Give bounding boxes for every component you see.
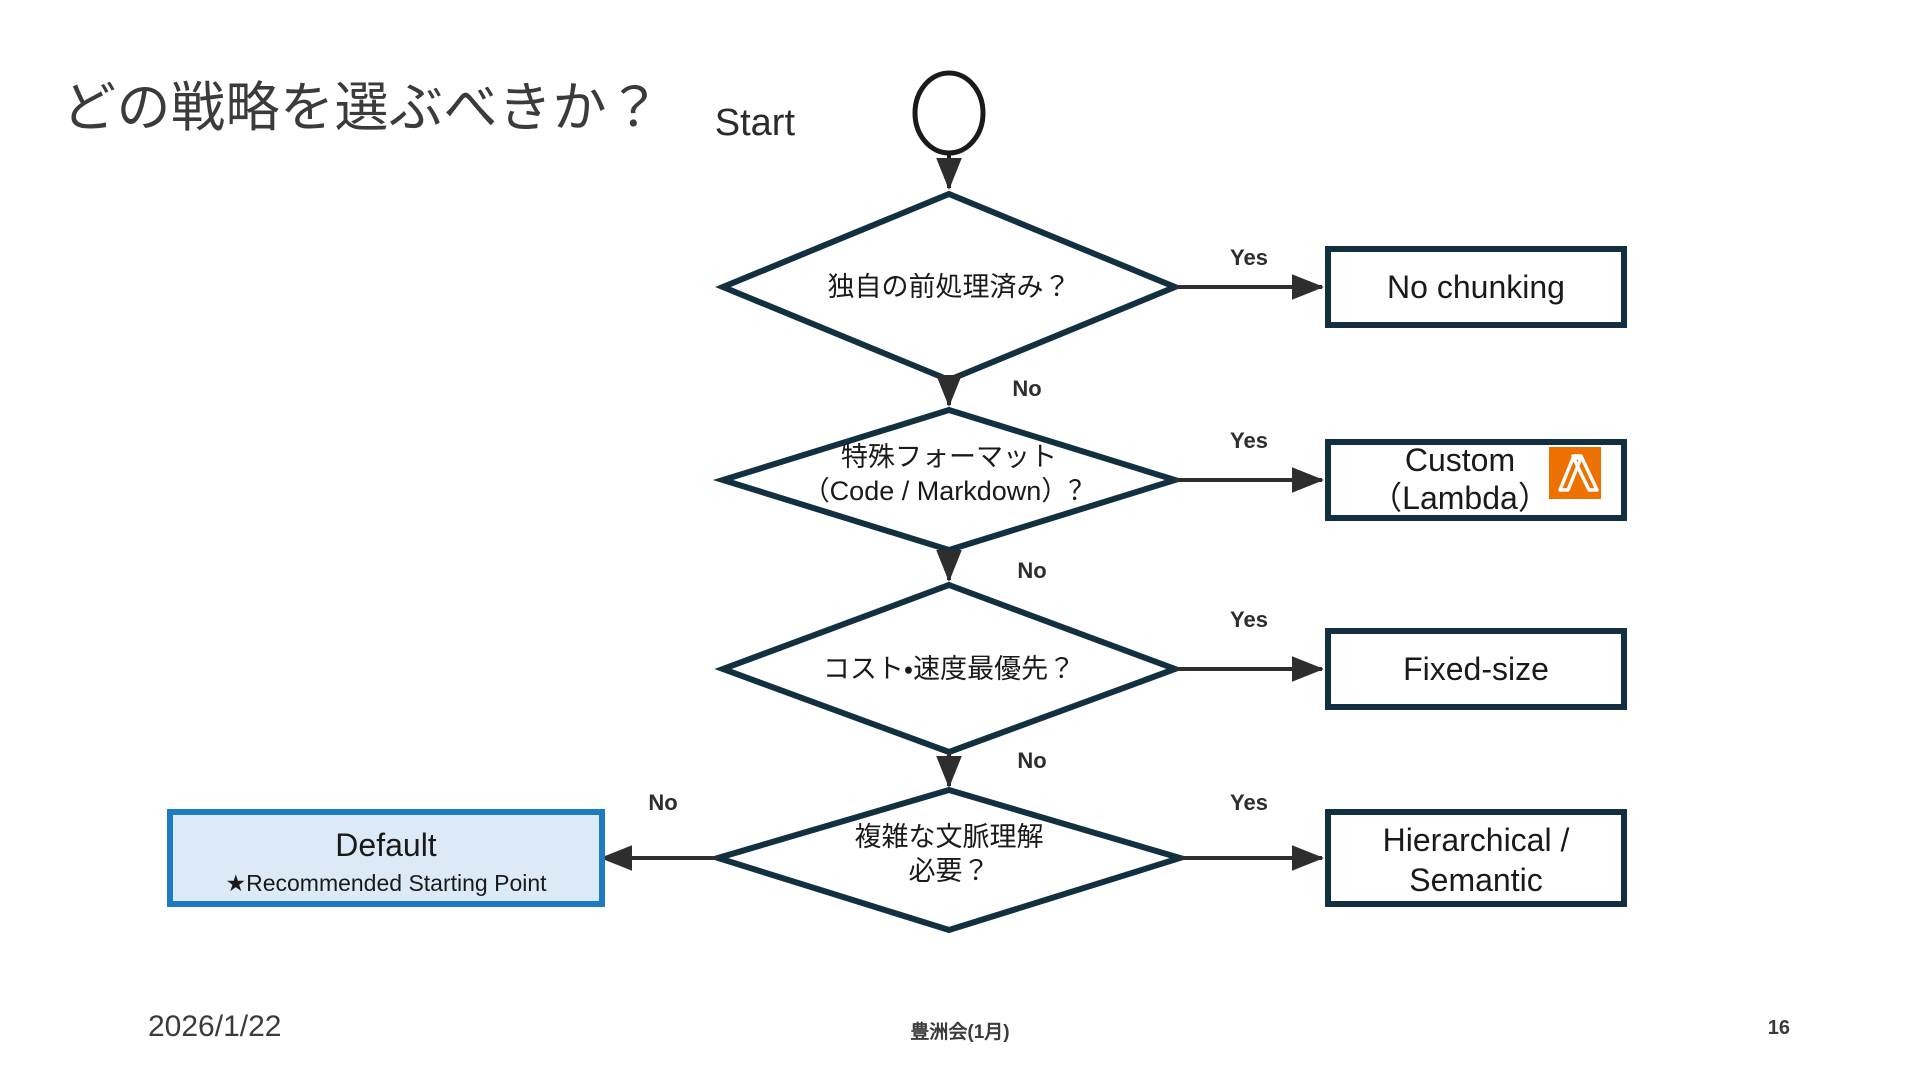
decision-label-d4-line2: 必要？	[909, 856, 990, 886]
decision-label-d2-line1: 特殊フォーマット	[841, 442, 1057, 472]
outcome-label-default-subtitle: ★Recommended Starting Point	[225, 870, 547, 896]
outcome-box-fixed-size	[1325, 628, 1627, 710]
outcome-label-default-title: Default	[335, 827, 437, 863]
footer-date: 2026/1/22	[148, 1010, 282, 1043]
edge-label-d4-no: No	[648, 790, 677, 815]
decision-label-d3: コスト・速度最優先？	[823, 654, 1075, 684]
edge-label-d1-no: No	[1012, 376, 1041, 401]
outcome-label-no-chunking: No chunking	[1387, 269, 1565, 305]
footer-center-text: 豊洲会(1月)	[910, 1022, 1010, 1043]
decision-label-d4-line1: 複雑な文脈理解	[855, 822, 1044, 852]
edge-label-d4-yes: Yes	[1230, 790, 1268, 815]
edge-label-d2-yes: Yes	[1230, 428, 1268, 453]
page-title: どの戦略を選ぶべきか？	[62, 76, 662, 139]
edge-label-d3-yes: Yes	[1230, 607, 1268, 632]
outcome-label-semantic: Semantic	[1409, 862, 1542, 898]
decision-node-d4	[707, 786, 1191, 934]
start-label: Start	[715, 102, 796, 144]
aws-lambda-icon	[1549, 447, 1601, 499]
outcome-label-fixed-size: Fixed-size	[1403, 651, 1549, 687]
outcome-label-hierarchical: Hierarchical /	[1383, 822, 1570, 858]
outcome-box-default	[167, 809, 605, 907]
decision-label-d1: 独自の前処理済み？	[828, 272, 1071, 302]
outcome-box-hierarchical-semantic	[1325, 809, 1627, 907]
start-node	[912, 70, 986, 156]
outcome-label-custom-line2: （Lambda）	[1370, 480, 1550, 516]
edge-label-d2-no: No	[1017, 558, 1046, 583]
edge-label-d3-no: No	[1017, 748, 1046, 773]
outcome-label-custom-line1: Custom	[1405, 442, 1515, 478]
footer-page-number: 16	[1767, 1017, 1790, 1039]
decision-label-d2-line2: （Code / Markdown）？	[803, 476, 1096, 506]
edge-label-d1-yes: Yes	[1230, 245, 1268, 270]
outcome-box-no-chunking	[1325, 246, 1627, 328]
